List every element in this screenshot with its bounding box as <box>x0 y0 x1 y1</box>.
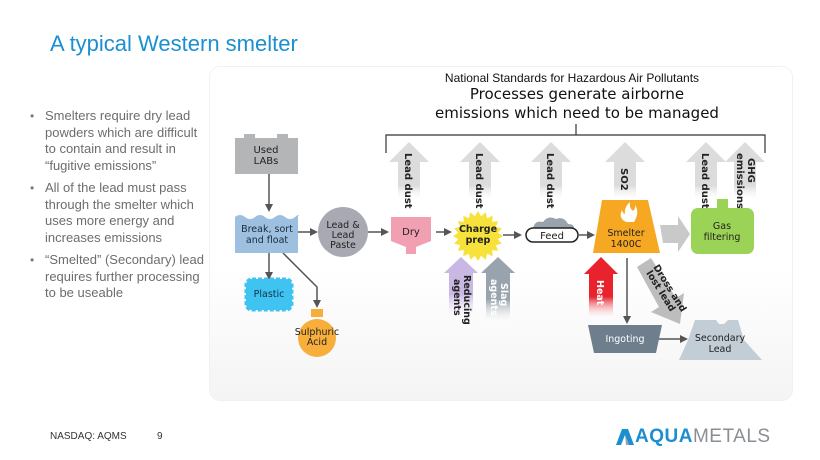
node-secondary-lead-line2: Lead <box>709 344 732 355</box>
input-slag-line1: Slag <box>498 283 509 306</box>
node-dry: Dry <box>391 217 431 254</box>
bullet-item: • “Smelted” (Secondary) lead requires fur… <box>30 252 210 302</box>
node-feed-label: Feed <box>540 231 564 242</box>
node-smelter: Smelter 1400C <box>593 200 660 253</box>
node-break-sort-line2: and float <box>246 235 289 246</box>
neshap-label: National Standards for Hazardous Air Pol… <box>445 71 699 85</box>
bullet-glyph: • <box>30 253 35 267</box>
logo-text-metals: METALS <box>692 426 771 447</box>
footer-ticker: NASDAQ: AQMS <box>50 431 127 442</box>
node-smelter-line2: 1400C <box>611 239 642 250</box>
input-slag-line2: agents <box>488 279 499 316</box>
node-lead-paste-line1: Lead & <box>326 220 360 231</box>
bullet-glyph: • <box>30 181 35 195</box>
input-heat-label: Heat <box>594 280 605 306</box>
emissions-bracket <box>385 124 766 153</box>
node-charge-prep-line2: prep <box>466 235 491 246</box>
logo-text-aqua: AQUA <box>635 426 693 447</box>
aqua-metals-logo-icon <box>616 429 634 445</box>
bullet-glyph: • <box>30 109 35 123</box>
node-lead-paste-line2: Lead <box>332 230 355 241</box>
node-charge-prep: Charge prep <box>453 211 503 261</box>
emission-label-ghg-2: emissions <box>734 153 745 209</box>
node-lead-paste: Lead & Lead Paste <box>318 207 368 257</box>
node-ingoting: Ingoting <box>588 325 662 353</box>
emission-arrow-ghg: GHG emissions <box>725 142 765 209</box>
emission-label-feed: Lead dust <box>544 153 555 209</box>
bullet-item: • All of the lead must pass through the s… <box>30 180 210 246</box>
emission-label-smelter: SO2 <box>618 168 629 191</box>
node-feed: Feed <box>525 217 579 243</box>
node-sulphuric-line2: Acid <box>307 337 327 348</box>
bullet-text: All of the lead must pass through the sm… <box>45 180 194 245</box>
emission-arrow-feed: Lead dust <box>531 142 571 209</box>
node-secondary-lead: Secondary Lead <box>679 320 762 360</box>
node-plastic: Plastic <box>244 277 294 312</box>
node-ingoting-label: Ingoting <box>605 334 644 345</box>
emission-label-charge-prep: Lead dust <box>473 153 484 209</box>
node-break-sort-line1: Break, sort <box>241 224 293 235</box>
node-break-sort-float: Break, sort and float <box>235 215 299 253</box>
node-used-labs-line2: LABs <box>254 156 279 167</box>
node-gas-filtering-line1: Gas <box>713 221 731 232</box>
emission-arrow-dry: Lead dust <box>389 142 429 209</box>
flow-connectors <box>265 173 688 343</box>
slide-title: A typical Western smelter <box>50 31 298 56</box>
node-plastic-label: Plastic <box>254 289 285 300</box>
node-gas-filtering: Gas filtering <box>691 199 754 254</box>
bullet-text: “Smelted” (Secondary) lead requires furt… <box>45 252 204 300</box>
input-arrow-dross: Dross and lost lead <box>637 258 688 324</box>
bullet-item: • Smelters require dry lead powders which… <box>30 108 210 174</box>
fire-icon <box>620 202 638 222</box>
node-sulphuric-line1: Sulphuric <box>295 327 340 338</box>
node-used-labs-line1: Used <box>253 145 278 156</box>
bullet-list: • Smelters require dry lead powders which… <box>30 108 210 308</box>
emission-arrow-gas-lead: Lead dust <box>686 142 726 209</box>
emission-label-ghg-1: GHG <box>745 158 756 183</box>
node-dry-label: Dry <box>402 227 420 238</box>
node-used-labs: Used LABs <box>235 134 298 174</box>
input-reducing-line2: agents <box>451 279 462 316</box>
emission-label-dry: Lead dust <box>402 153 413 209</box>
node-secondary-lead-line1: Secondary <box>695 333 746 344</box>
headline-line2: emissions which need to be managed <box>435 104 719 122</box>
node-gas-filtering-line2: filtering <box>704 232 741 243</box>
node-lead-paste-line3: Paste <box>330 240 356 251</box>
node-sulphuric-acid: Sulphuric Acid <box>295 309 340 357</box>
page-number: 9 <box>157 431 163 442</box>
input-arrow-reducing-agents: Reducing agents <box>444 257 478 325</box>
input-arrow-slag-agents: Slag agents <box>481 257 515 322</box>
bullet-text: Smelters require dry lead powders which … <box>45 108 198 173</box>
emission-label-gas-lead: Lead dust <box>699 153 710 209</box>
headline-line1: Processes generate airborne <box>470 85 684 103</box>
input-reducing-line1: Reducing <box>461 275 472 325</box>
input-arrow-heat: Heat <box>584 257 618 318</box>
arrow-smelter-to-gas <box>660 216 690 252</box>
node-smelter-line1: Smelter <box>607 228 644 239</box>
emission-arrow-charge-prep: Lead dust <box>460 142 500 209</box>
node-charge-prep-line1: Charge <box>459 224 497 235</box>
emission-arrow-smelter: SO2 <box>605 142 645 200</box>
